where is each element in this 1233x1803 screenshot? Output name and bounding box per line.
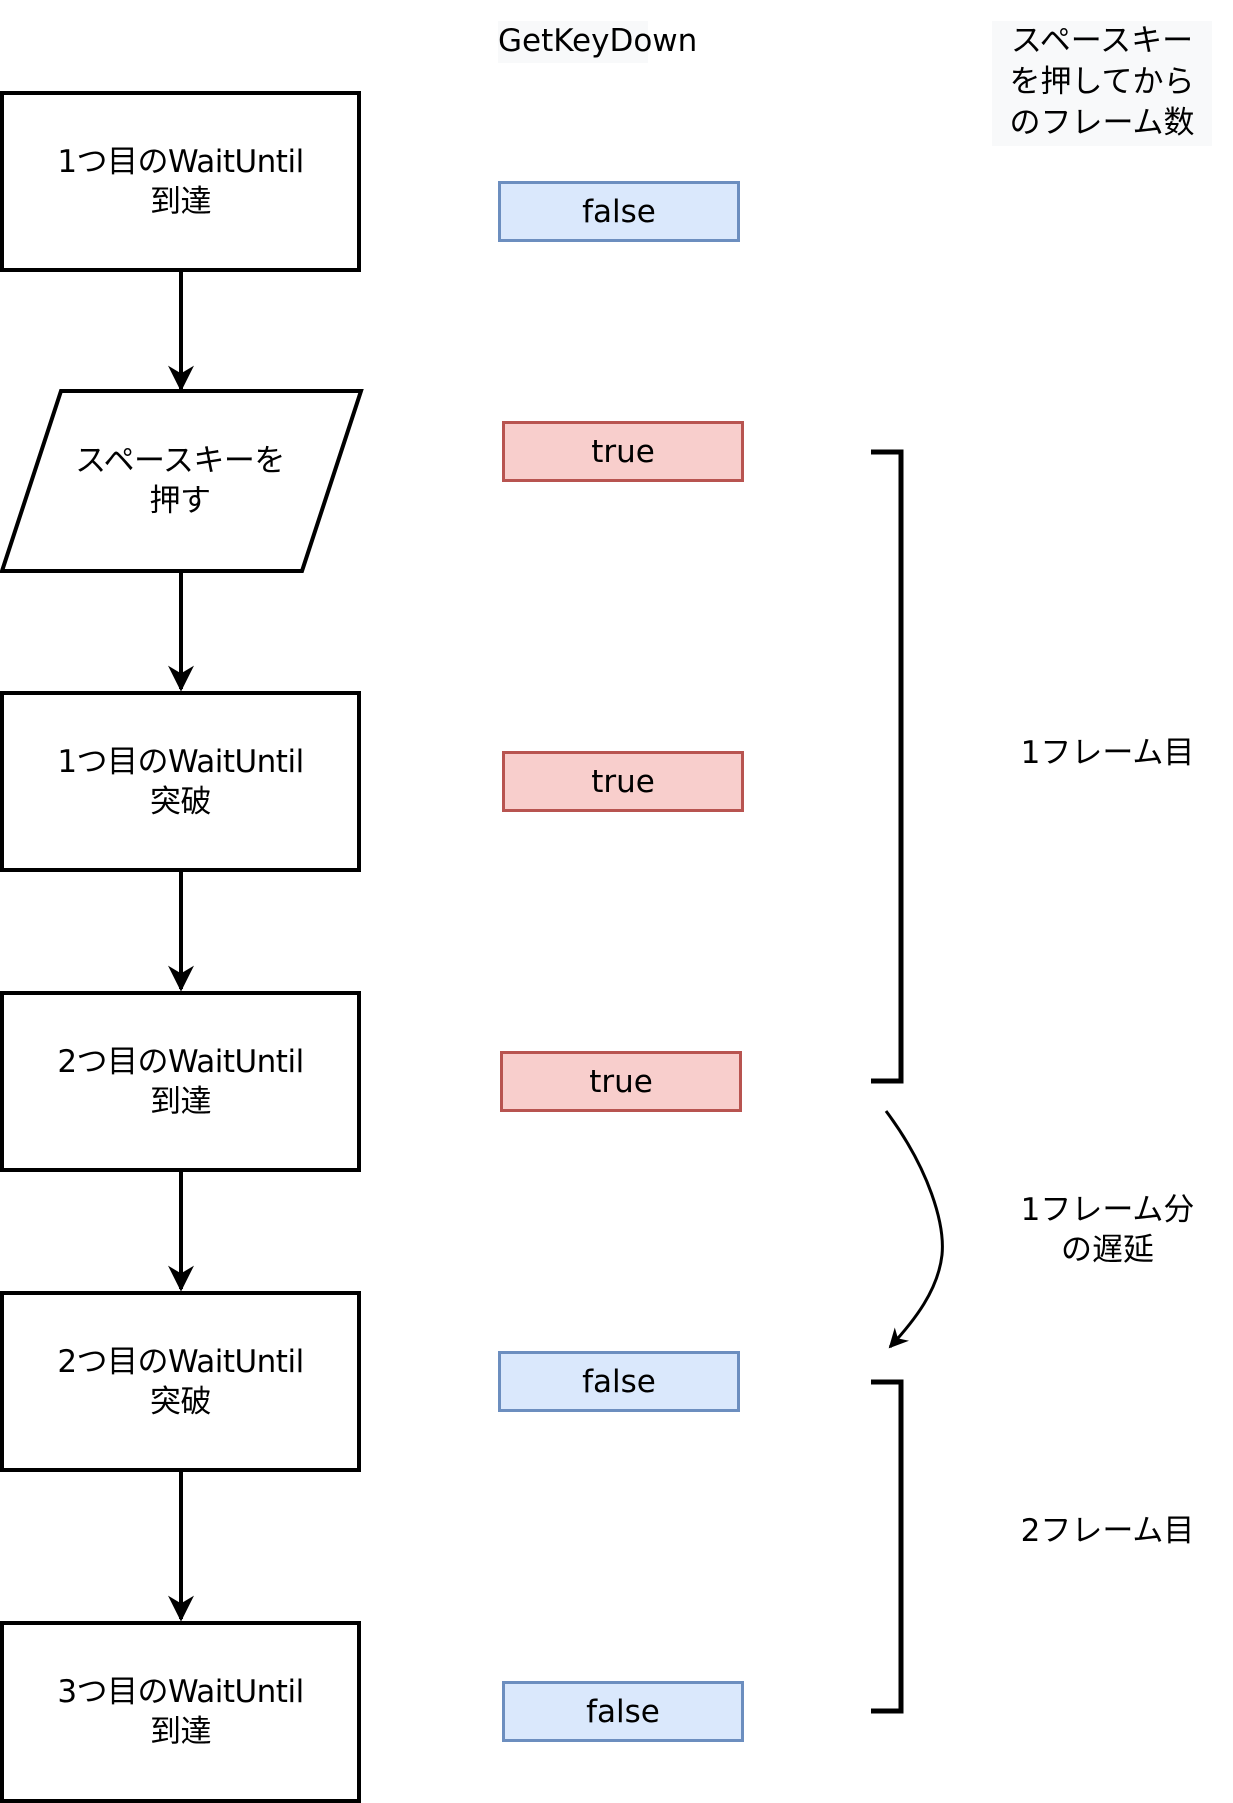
getkeydown-value: false [502,1681,744,1742]
flow-step-second-waituntil-reached: 2つ目のWaitUntil 到達 [0,991,361,1172]
flow-step-second-waituntil-passed: 2つ目のWaitUntil 突破 [0,1291,361,1472]
flow-step-third-waituntil-reached: 3つ目のWaitUntil 到達 [0,1621,361,1803]
getkeydown-value: false [498,1351,740,1412]
delay-curved-arrow [884,1110,944,1349]
flow-step-first-waituntil-reached: 1つ目のWaitUntil 到達 [0,91,361,272]
getkeydown-value: true [502,421,744,482]
frame-1-label: 1フレーム目 [1020,735,1195,771]
getkeydown-value: true [502,751,744,812]
flow-step-first-waituntil-passed: 1つ目のWaitUntil 突破 [0,691,361,872]
delay-label: 1フレーム分 の遅延 [1020,1192,1195,1268]
frames-since-press-header: スペースキー を押してから のフレーム数 [992,21,1212,146]
flow-step-press-space-key: スペースキーを 押す [75,443,285,519]
getkeydown-value: true [500,1051,742,1112]
frame-2-bracket [871,1379,904,1714]
getkeydown-value: false [498,181,740,242]
getkeydown-header: GetKeyDown [498,21,697,63]
frame-1-bracket [871,449,904,1084]
frame-2-label: 2フレーム目 [1020,1513,1195,1549]
